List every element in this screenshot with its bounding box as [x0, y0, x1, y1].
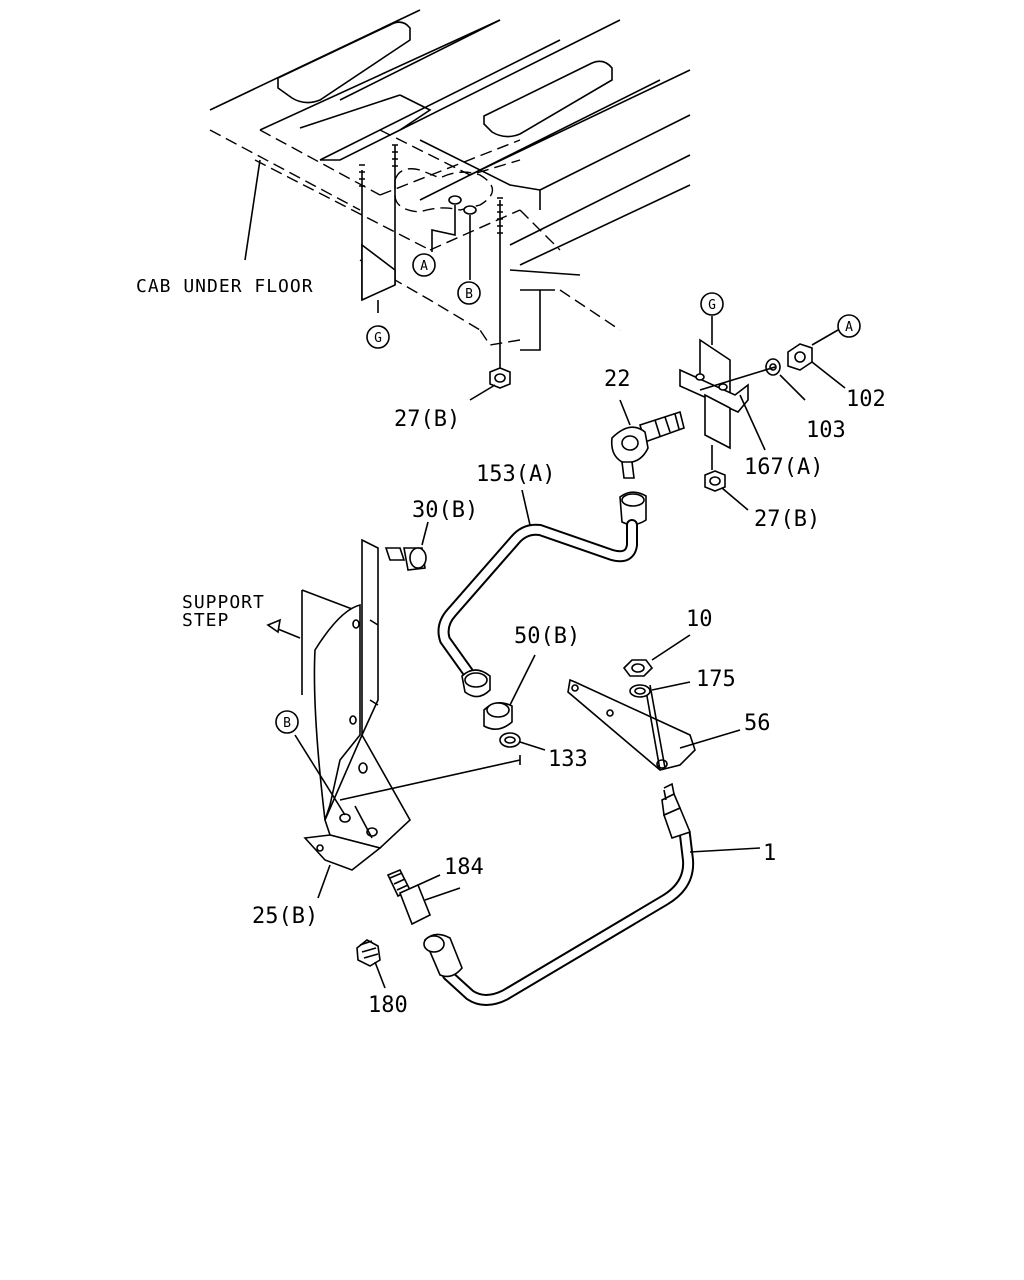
ref-circle-a-right: A: [837, 314, 861, 338]
ref-circle-g-right: G: [700, 292, 724, 316]
svg-text:B: B: [465, 287, 473, 302]
part-label-50b: 50(B): [514, 624, 580, 649]
part-label-10: 10: [686, 607, 713, 632]
fitting-184-180: [356, 868, 461, 989]
label-support-step-line1: SUPPORT: [182, 592, 265, 613]
part-label-25b: 25(B): [252, 904, 318, 929]
cab-floor-structure: [209, 9, 691, 401]
part-label-175: 175: [696, 667, 736, 692]
bracket-56: [567, 634, 741, 771]
part-label-30b: 30(B): [412, 498, 478, 523]
ref-circle-b-top: B: [457, 281, 481, 305]
part-label-1: 1: [763, 841, 776, 866]
ref-circle-g-left: G: [366, 325, 390, 349]
ref-circle-b-left: B: [275, 710, 299, 734]
part-label-167a: 167(A): [744, 455, 823, 480]
svg-text:B: B: [283, 716, 291, 731]
part-label-184: 184: [444, 855, 484, 880]
part-label-56: 56: [744, 711, 771, 736]
svg-text:A: A: [845, 320, 853, 335]
support-bracket: [266, 521, 521, 899]
pipe-1: [423, 782, 761, 1006]
bracket-assembly: [610, 316, 846, 526]
part-label-27b-top: 27(B): [394, 407, 460, 432]
part-label-22: 22: [604, 367, 631, 392]
label-cab-under-floor: CAB UNDER FLOOR: [136, 276, 314, 297]
pipe-153a: [437, 489, 638, 751]
svg-text:A: A: [420, 259, 428, 274]
part-label-27b-right: 27(B): [754, 507, 820, 532]
part-label-180: 180: [368, 993, 408, 1018]
part-label-133: 133: [548, 747, 588, 772]
part-label-102: 102: [846, 387, 886, 412]
label-support-step-line2: STEP: [182, 610, 229, 631]
ref-circle-a-top: A: [412, 253, 436, 277]
svg-text:G: G: [708, 298, 716, 313]
svg-text:G: G: [374, 331, 382, 346]
part-label-103: 103: [806, 418, 846, 443]
part-label-153a: 153(A): [476, 462, 555, 487]
